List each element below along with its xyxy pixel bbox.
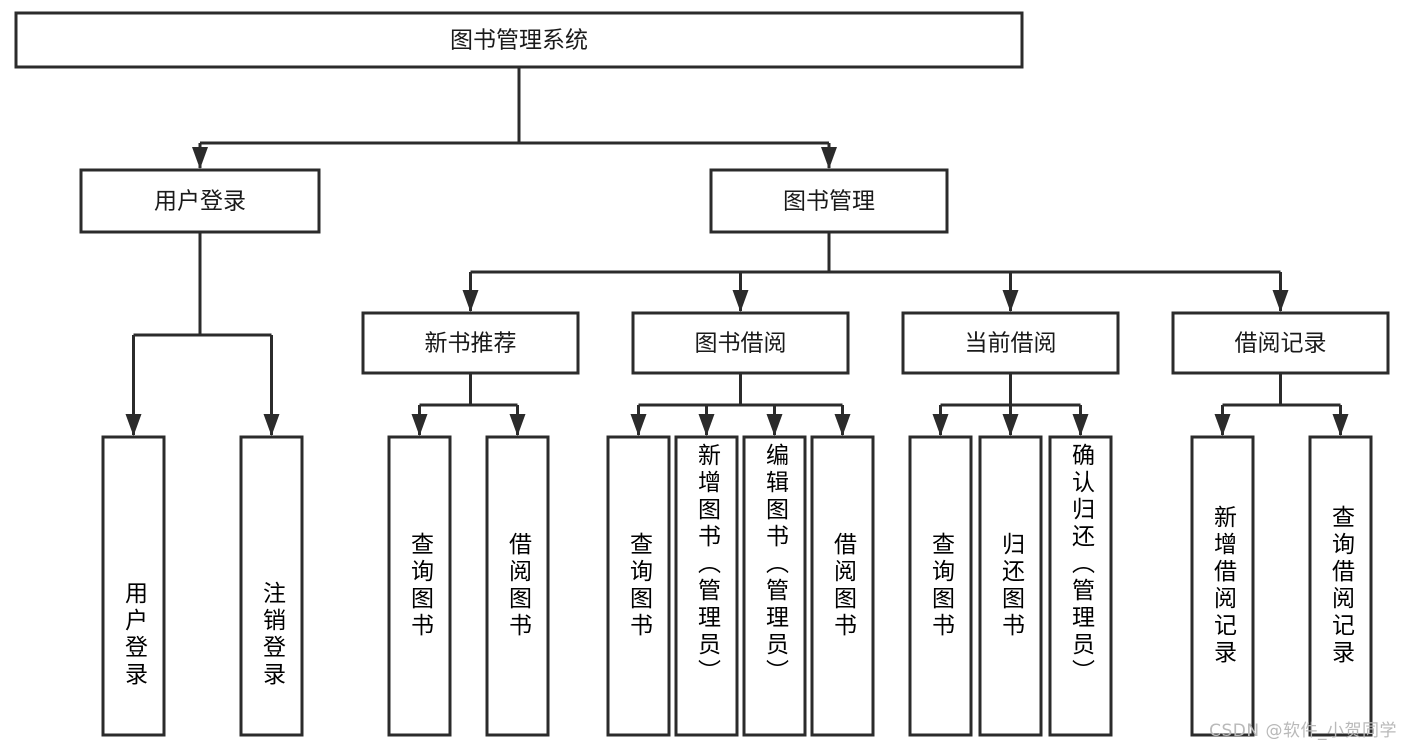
node-leaf-0-label: 用户登录: [120, 581, 147, 689]
node-leaf-3-rect: [485, 435, 550, 737]
node-root-rect: [14, 11, 1024, 69]
node-leaf-1-label-wrap: 注销登录: [258, 581, 285, 689]
node-level3-3[interactable]: 借阅记录: [1171, 311, 1390, 375]
arrow-head-icon: [932, 414, 949, 436]
node-leaf-6-rect: [742, 435, 807, 737]
arrow-head-icon: [1272, 290, 1289, 312]
node-level3-3-label: 借阅记录: [1235, 331, 1327, 357]
node-leaf-6-label-wrap: 编辑图书（管理员）: [761, 443, 788, 686]
node-leaf-10[interactable]: 确认归还（管理员）: [1048, 435, 1113, 737]
node-leaf-12-label: 查询借阅记录: [1327, 505, 1354, 667]
node-leaf-2-label: 查询图书: [406, 532, 433, 640]
arrow-head-icon: [630, 414, 647, 436]
arrow-head-icon: [1332, 414, 1349, 436]
node-leaf-4-label-wrap: 查询图书: [625, 532, 652, 640]
arrow-head-icon: [1002, 414, 1019, 436]
node-leaf-11[interactable]: 新增借阅记录: [1190, 435, 1255, 737]
node-level3-0-label: 新书推荐: [425, 331, 517, 357]
arrow-head-icon: [766, 414, 783, 436]
node-leaf-9-label-wrap: 归还图书: [997, 532, 1024, 640]
node-leaf-11-rect: [1190, 435, 1255, 737]
node-leaf-8-label: 查询图书: [927, 532, 954, 640]
node-leaf-8-rect: [908, 435, 973, 737]
node-leaf-3-label-wrap: 借阅图书: [504, 532, 531, 640]
node-leaf-6[interactable]: 编辑图书（管理员）: [742, 435, 807, 737]
node-leaf-4[interactable]: 查询图书: [606, 435, 671, 737]
node-leaf-3-label: 借阅图书: [504, 532, 531, 640]
node-level3-2-label: 当前借阅: [965, 331, 1057, 357]
node-leaf-1[interactable]: 注销登录: [239, 435, 304, 737]
node-leaf-9-rect: [978, 435, 1043, 737]
node-leaf-7-rect: [810, 435, 875, 737]
connector-layer: [125, 67, 1349, 436]
node-leaf-8-label-wrap: 查询图书: [927, 532, 954, 640]
node-level3-2-rect: [901, 311, 1120, 375]
arrow-head-icon: [263, 414, 280, 436]
node-leaf-4-rect: [606, 435, 671, 737]
node-leaf-4-label: 查询图书: [625, 532, 652, 640]
node-level2-1[interactable]: 图书管理: [709, 168, 949, 234]
node-leaf-5-label: 新增图书（管理员）: [693, 443, 720, 686]
node-level3-3-rect: [1171, 311, 1390, 375]
node-leaf-5-label-wrap: 新增图书（管理员）: [693, 443, 720, 686]
node-level3-2[interactable]: 当前借阅: [901, 311, 1120, 375]
node-leaf-0[interactable]: 用户登录: [101, 435, 166, 737]
node-leaf-2[interactable]: 查询图书: [387, 435, 452, 737]
node-leaf-7-label-wrap: 借阅图书: [829, 532, 856, 640]
node-leaf-12-rect: [1308, 435, 1373, 737]
arrow-head-icon: [411, 414, 428, 436]
node-leaf-1-rect: [239, 435, 304, 737]
node-leaf-7-label: 借阅图书: [829, 532, 856, 640]
arrow-head-icon: [1214, 414, 1231, 436]
node-leaf-1-label: 注销登录: [258, 581, 285, 689]
node-level3-1-rect: [631, 311, 850, 375]
node-leaf-12[interactable]: 查询借阅记录: [1308, 435, 1373, 737]
node-level3-0[interactable]: 新书推荐: [361, 311, 580, 375]
node-leaf-10-rect: [1048, 435, 1113, 737]
node-leaf-9-label: 归还图书: [997, 532, 1024, 640]
arrow-head-icon: [732, 290, 749, 312]
node-root-label: 图书管理系统: [450, 28, 588, 54]
node-leaf-5[interactable]: 新增图书（管理员）: [674, 435, 739, 737]
arrow-head-icon: [834, 414, 851, 436]
arrow-head-icon: [192, 147, 208, 169]
node-level2-0[interactable]: 用户登录: [79, 168, 321, 234]
arrow-head-icon: [1072, 414, 1089, 436]
node-level3-0-rect: [361, 311, 580, 375]
arrow-head-icon: [698, 414, 715, 436]
node-leaf-7[interactable]: 借阅图书: [810, 435, 875, 737]
node-root[interactable]: 图书管理系统: [14, 11, 1024, 69]
node-leaf-10-label: 确认归还（管理员）: [1067, 443, 1094, 686]
node-leaf-6-label: 编辑图书（管理员）: [761, 443, 788, 686]
node-leaf-11-label: 新增借阅记录: [1209, 505, 1236, 667]
arrow-head-icon: [821, 147, 837, 169]
node-leaf-11-label-wrap: 新增借阅记录: [1209, 505, 1236, 667]
node-level2-1-rect: [709, 168, 949, 234]
node-level2-1-label: 图书管理: [783, 189, 875, 215]
node-leaf-12-label-wrap: 查询借阅记录: [1327, 505, 1354, 667]
node-leaf-2-rect: [387, 435, 452, 737]
node-leaf-3[interactable]: 借阅图书: [485, 435, 550, 737]
node-leaf-10-label-wrap: 确认归还（管理员）: [1067, 443, 1094, 686]
node-level2-0-rect: [79, 168, 321, 234]
arrow-head-icon: [462, 290, 479, 312]
node-leaf-9[interactable]: 归还图书: [978, 435, 1043, 737]
arrow-head-icon: [125, 414, 142, 436]
node-level2-0-label: 用户登录: [154, 189, 246, 215]
node-level3-1-label: 图书借阅: [695, 331, 787, 357]
node-leaf-2-label-wrap: 查询图书: [406, 532, 433, 640]
node-layer: 图书管理系统用户登录图书管理新书推荐图书借阅当前借阅借阅记录用户登录注销登录查询…: [14, 11, 1390, 737]
arrow-head-icon: [509, 414, 526, 436]
node-leaf-8[interactable]: 查询图书: [908, 435, 973, 737]
node-leaf-5-rect: [674, 435, 739, 737]
node-leaf-0-rect: [101, 435, 166, 737]
arrow-head-icon: [1002, 290, 1019, 312]
node-leaf-0-label-wrap: 用户登录: [120, 581, 147, 689]
node-level3-1[interactable]: 图书借阅: [631, 311, 850, 375]
